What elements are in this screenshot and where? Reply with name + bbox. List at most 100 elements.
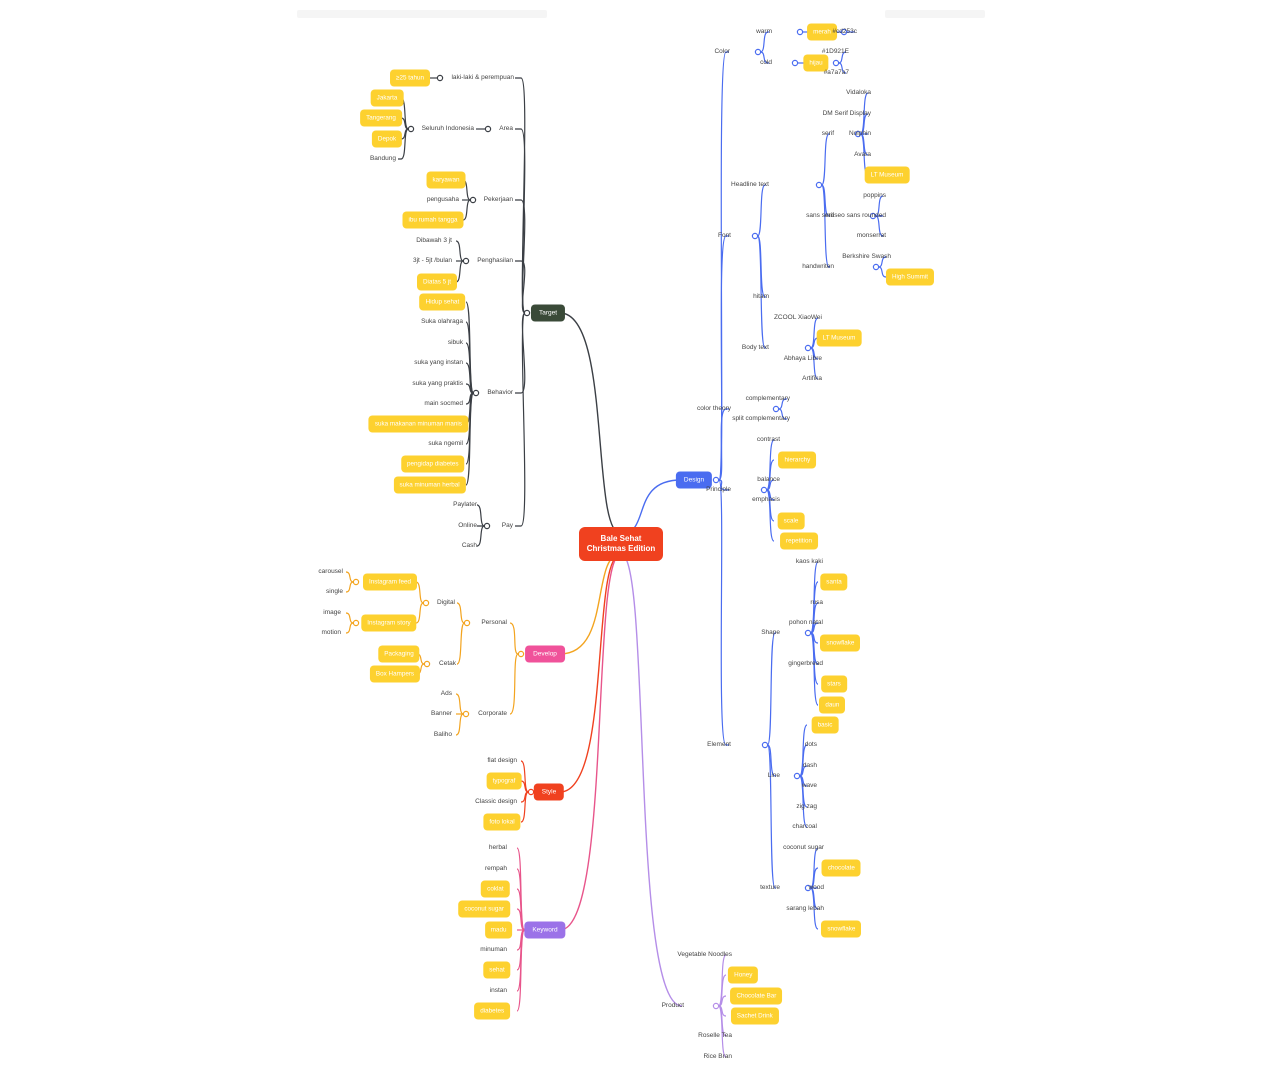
collapse-toggle-icon[interactable]	[712, 1002, 720, 1010]
node-personal[interactable]: Personal	[481, 619, 507, 626]
node-single[interactable]: single	[326, 588, 343, 595]
node-online[interactable]: Online	[458, 522, 477, 529]
node-balance[interactable]: balance	[757, 476, 780, 483]
branch-target[interactable]: Target	[530, 304, 566, 322]
collapse-toggle-icon[interactable]	[462, 710, 470, 718]
node-headline-text[interactable]: Headline text	[731, 181, 769, 188]
branch-style[interactable]: Style	[533, 783, 565, 801]
node-typograf[interactable]: typograf	[486, 772, 522, 790]
collapse-toggle-icon[interactable]	[463, 619, 471, 627]
node-ibu-rumah-tangga[interactable]: ibu rumah tangga	[402, 211, 464, 229]
node-area[interactable]: Area	[499, 125, 513, 132]
node-lt-museum[interactable]: LT Museum	[864, 166, 910, 184]
node-karyawan[interactable]: karyawan	[426, 171, 466, 189]
node-suka-makanan-minuman-manis[interactable]: suka makanan minuman manis	[368, 415, 468, 433]
collapse-toggle-icon[interactable]	[791, 59, 799, 67]
collapse-toggle-icon[interactable]	[772, 405, 780, 413]
node-cash[interactable]: Cash	[461, 542, 477, 549]
collapse-toggle-icon[interactable]	[352, 578, 360, 586]
node-color-theory[interactable]: color theory	[697, 405, 731, 412]
collapse-toggle-icon[interactable]	[793, 772, 801, 780]
node-carousel[interactable]: carousel	[318, 568, 343, 575]
collapse-toggle-icon[interactable]	[815, 181, 823, 189]
node-suka-yang-praktis[interactable]: suka yang praktis	[412, 380, 463, 387]
node-herbal[interactable]: herbal	[488, 844, 507, 851]
node-snowflake[interactable]: snowflake	[820, 634, 861, 652]
node-chocolate-bar[interactable]: Chocolate Bar	[730, 987, 783, 1005]
node-suka-yang-instan[interactable]: suka yang instan	[414, 359, 463, 366]
node-baliho[interactable]: Baliho	[433, 731, 452, 738]
node-bandung[interactable]: Bandung	[369, 155, 396, 162]
collapse-toggle-icon[interactable]	[760, 486, 768, 494]
node-basic[interactable]: basic	[811, 716, 839, 734]
node-dibawah-3-jt[interactable]: Dibawah 3 jt	[416, 237, 452, 244]
node-emphasis[interactable]: emphasis	[752, 496, 780, 503]
node-berkshire-swash[interactable]: Berkshire Swash	[842, 253, 891, 260]
node-pengidap-diabetes[interactable]: pengidap diabetes	[401, 455, 465, 473]
node-rusa[interactable]: rusa	[810, 599, 823, 606]
node-laki-laki-perempuan[interactable]: laki-laki & perempuan	[451, 74, 514, 81]
node-behavior[interactable]: Behavior	[487, 389, 513, 396]
node-charcoal[interactable]: charcoal	[792, 823, 817, 830]
node-diabetes[interactable]: diabetes	[474, 1002, 511, 1020]
collapse-toggle-icon[interactable]	[436, 74, 444, 82]
node-handwriten[interactable]: handwriten	[802, 263, 834, 270]
node-wood[interactable]: wood	[808, 884, 824, 891]
node-hitam[interactable]: hitam	[753, 293, 769, 300]
node-seluruh-indonesia[interactable]: Seluruh Indonesia	[421, 125, 474, 132]
node-image[interactable]: image	[323, 609, 341, 616]
node-suka-ngemil[interactable]: suka ngemil	[428, 440, 463, 447]
node-tangerang[interactable]: Tangerang	[360, 109, 402, 127]
node-snowflake[interactable]: snowflake	[821, 920, 862, 938]
node-element[interactable]: Element	[707, 741, 731, 748]
node-diatas-5-jt[interactable]: Diatas 5 jt	[417, 273, 457, 291]
node-depok[interactable]: Depok	[371, 130, 403, 148]
node-cold[interactable]: cold	[760, 59, 772, 66]
node-texture[interactable]: texture	[760, 884, 780, 891]
collapse-toggle-icon[interactable]	[761, 741, 769, 749]
collapse-toggle-icon[interactable]	[422, 599, 430, 607]
node-pekerjaan[interactable]: Pekerjaan	[483, 196, 513, 203]
node-font[interactable]: Font	[717, 232, 731, 239]
node-line[interactable]: Line	[767, 772, 780, 779]
node-ads[interactable]: Ads	[440, 690, 452, 697]
node-museo-sans-rounded[interactable]: museo sans rounded	[825, 212, 886, 219]
node-1d921e[interactable]: #1D921E	[821, 48, 849, 55]
node-pohon-natal[interactable]: pohon natal	[789, 619, 823, 626]
node-main-socmed[interactable]: main socmed	[424, 400, 463, 407]
node-instagram-feed[interactable]: Instagram feed	[362, 573, 418, 591]
collapse-toggle-icon[interactable]	[484, 125, 492, 133]
node-box-hampers[interactable]: Box Hampers	[369, 665, 421, 683]
collapse-toggle-icon[interactable]	[832, 59, 840, 67]
node-coconut-sugar[interactable]: coconut sugar	[458, 900, 510, 918]
node-serif[interactable]: serif	[821, 130, 834, 137]
node-suka-olahraga[interactable]: Suka olahraga	[421, 318, 463, 325]
collapse-toggle-icon[interactable]	[407, 125, 415, 133]
node-vidaloka[interactable]: Vidaloka	[846, 89, 871, 96]
node-pengusaha[interactable]: pengusaha	[426, 196, 459, 203]
node-rice-bran[interactable]: Rice Bran	[703, 1053, 732, 1060]
node-contrast[interactable]: contrast	[756, 436, 780, 443]
node-jakarta[interactable]: Jakarta	[370, 89, 404, 107]
collapse-toggle-icon[interactable]	[523, 309, 531, 317]
collapse-toggle-icon[interactable]	[462, 257, 470, 265]
branch-design[interactable]: Design	[675, 471, 713, 489]
branch-keyword[interactable]: Keyword	[524, 921, 566, 939]
collapse-toggle-icon[interactable]	[423, 660, 431, 668]
node-hierarchy[interactable]: hierarchy	[778, 451, 817, 469]
node-roselle-tea[interactable]: Roselle Tea	[698, 1032, 732, 1039]
node-vegetable-noodles[interactable]: Vegetable Noodles	[677, 951, 732, 958]
node-sarang-lebah[interactable]: sarang lebah	[786, 905, 824, 912]
node-high-summit[interactable]: High Summit	[885, 268, 935, 286]
node-instagram-story[interactable]: Instagram story	[361, 614, 417, 632]
node-hidup-sehat[interactable]: Hidup sehat	[419, 293, 466, 311]
node-artifika[interactable]: Artifika	[802, 375, 822, 382]
node-zcool-xiaowei[interactable]: ZCOOL XiaoWei	[773, 314, 822, 321]
node-instan[interactable]: instan	[489, 987, 507, 994]
branch-product[interactable]: Product	[661, 1002, 684, 1009]
node-color[interactable]: Color	[714, 48, 730, 55]
node-flat-design[interactable]: flat design	[487, 757, 517, 764]
node-packaging[interactable]: Packaging	[378, 645, 420, 663]
node-sans-serif[interactable]: sans serif	[806, 212, 834, 219]
collapse-toggle-icon[interactable]	[712, 476, 720, 484]
